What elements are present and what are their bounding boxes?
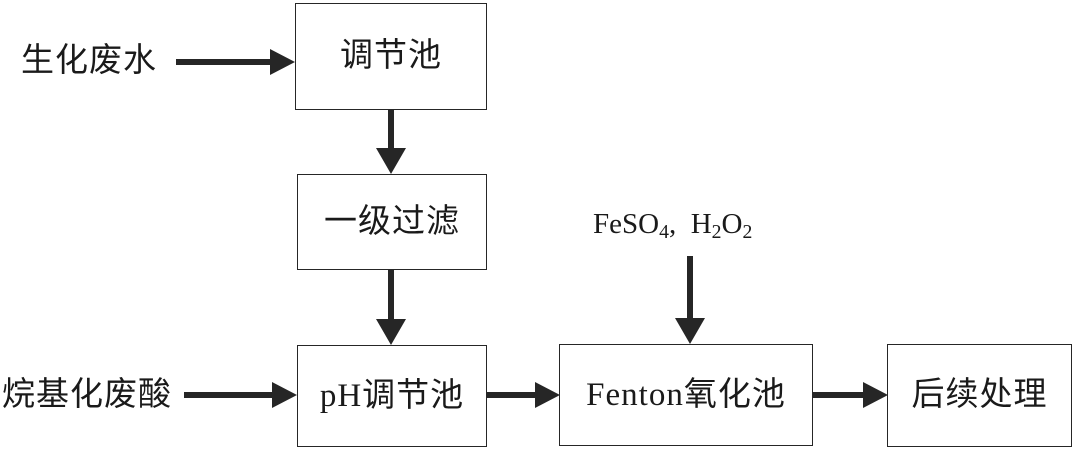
node-primary-filtration-label: 一级过滤: [324, 203, 460, 240]
node-ph-regulating-tank-label: pH调节池: [319, 377, 465, 414]
node-ph-regulating-tank[interactable]: pH调节池: [297, 345, 487, 447]
input-label-biochemical-wastewater: 生化废水: [21, 43, 157, 79]
reagent-separator: ,: [668, 208, 691, 240]
node-regulating-tank[interactable]: 调节池: [295, 3, 487, 110]
reagent-formula-h2o2: H2O2: [690, 208, 753, 244]
node-subsequent-treatment-label: 后续处理: [911, 377, 1048, 413]
node-regulating-tank-label: 调节池: [340, 38, 442, 74]
subscript-2b: 2: [742, 221, 753, 244]
reagent-formula-feso4: FeSO4: [593, 208, 669, 244]
node-fenton-oxidation-tank-label: Fenton氧化池: [586, 376, 786, 413]
input-label-alkylation-waste-acid: 烷基化废酸: [2, 377, 172, 413]
node-subsequent-treatment[interactable]: 后续处理: [887, 344, 1072, 447]
node-primary-filtration[interactable]: 一级过滤: [297, 174, 487, 270]
subscript-4: 4: [659, 221, 669, 244]
reagent-label-fenton-reagent: FeSO4, H2O2: [593, 210, 752, 243]
subscript-2a: 2: [711, 221, 722, 244]
node-fenton-oxidation-tank[interactable]: Fenton氧化池: [559, 344, 813, 446]
